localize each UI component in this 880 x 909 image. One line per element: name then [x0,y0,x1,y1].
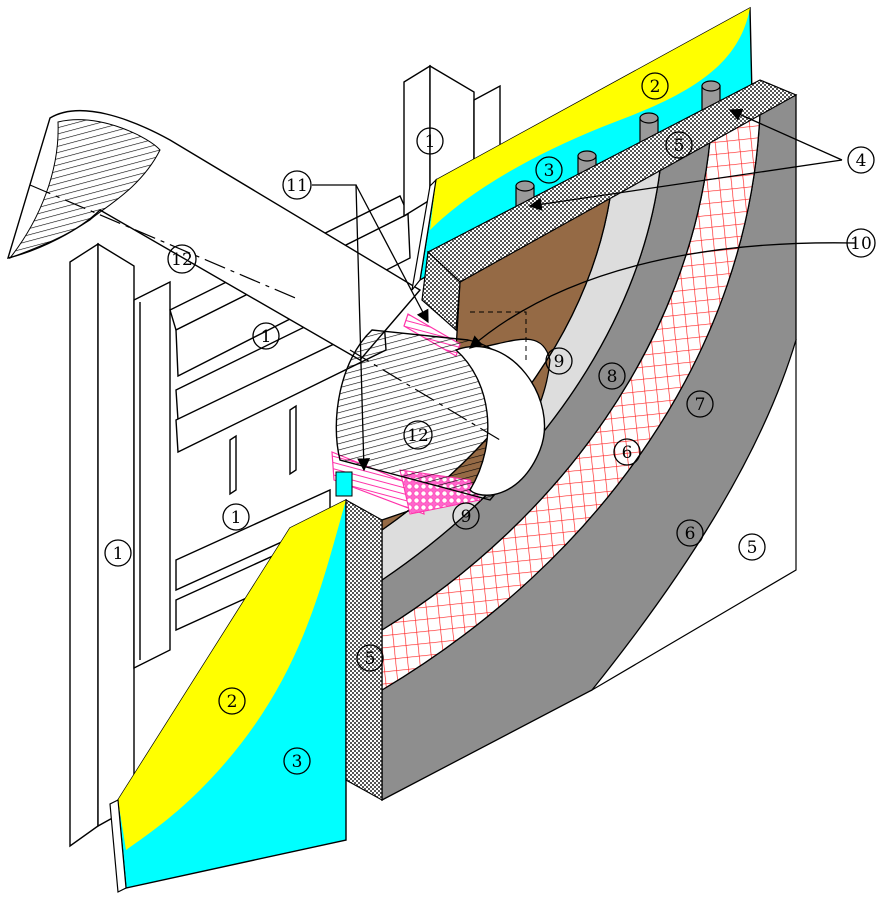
callout-circle [283,747,311,775]
callout-c9a: 9 [545,347,573,375]
callout-number: 7 [695,395,706,415]
callout-circle [403,420,433,450]
callout-circle [641,72,669,100]
callout-number: 8 [607,367,618,387]
callout-number: 1 [113,544,124,564]
callout-c11: 11 [282,170,312,200]
callout-circle [738,533,766,561]
callout-number: 9 [461,507,472,527]
callout-c7: 7 [686,390,714,418]
callout-number: 3 [544,161,555,181]
callout-c6b: 6 [676,519,704,547]
callout-number: 6 [685,524,696,544]
callout-c6a: 6 [613,438,641,466]
callout-number: 9 [554,352,565,372]
callout-circle [282,170,312,200]
pipe-penetrating [335,311,546,501]
callout-number: 1 [261,327,272,347]
callout-c3b: 3 [283,747,311,775]
callout-c2a: 2 [641,72,669,100]
callout-c12a: 12 [167,244,197,274]
callout-number: 2 [650,77,661,97]
wall-assembly [345,79,798,802]
leader-lines [312,108,856,472]
callout-c1c: 1 [222,503,250,531]
callout-number: 4 [856,151,867,171]
callout-number: 5 [747,538,758,558]
callout-circle [665,131,693,159]
callout-c2b: 2 [218,687,246,715]
callout-c10: 10 [846,228,876,258]
callout-number: 5 [365,649,376,669]
callout-c1d: 1 [104,539,132,567]
callout-circle [452,502,480,530]
callout-circle [222,503,250,531]
callout-circle [104,539,132,567]
callout-circle [545,347,573,375]
callout-number: 6 [622,443,633,463]
callout-circle [686,390,714,418]
callout-circle [847,146,875,174]
callout-circle [416,127,444,155]
callout-c1b: 1 [252,322,280,350]
callout-c5a: 5 [665,131,693,159]
callout-number: 12 [171,250,193,270]
callout-c4: 4 [847,146,875,174]
callout-c9b: 9 [452,502,480,530]
callout-c12b: 12 [403,420,433,450]
callout-c3a: 3 [535,156,563,184]
callout-number: 10 [850,234,872,254]
callout-circle [356,644,384,672]
pipe-upper [6,110,422,361]
callout-number: 1 [425,132,436,152]
callout-number: 2 [227,692,238,712]
callout-number: 1 [231,508,242,528]
callout-circle [535,156,563,184]
callout-circle [613,438,641,466]
callout-c1a: 1 [416,127,444,155]
callout-number: 3 [292,752,303,772]
callout-circle [846,228,876,258]
callout-number: 11 [286,176,308,196]
callout-number: 5 [674,136,685,156]
callout-circle [252,322,280,350]
callout-circle [167,244,197,274]
callout-c5b: 5 [356,644,384,672]
callout-c8: 8 [598,362,626,390]
callout-c5c: 5 [738,533,766,561]
callout-circle [218,687,246,715]
callout-number: 12 [407,426,429,446]
callout-circle [676,519,704,547]
callout-circle [598,362,626,390]
